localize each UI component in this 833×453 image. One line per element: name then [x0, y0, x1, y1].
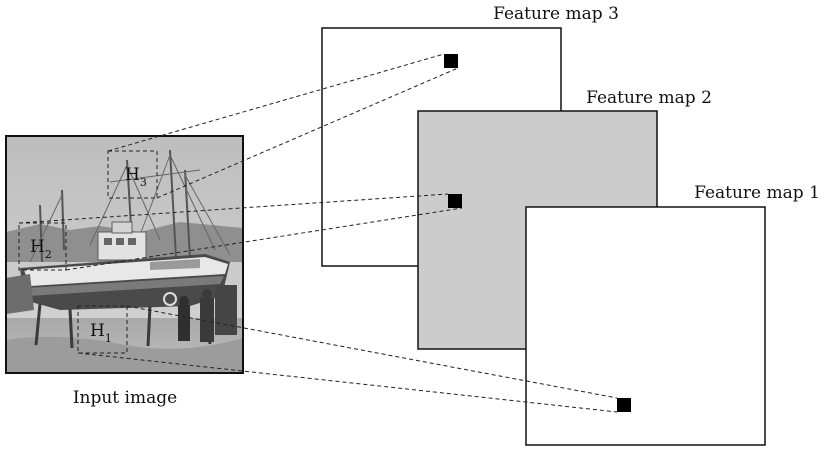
region-h2-subscript: 2 — [45, 248, 52, 261]
projection-h1-bottom — [77, 352, 618, 413]
svg-text:H2: H2 — [30, 237, 52, 261]
svg-text:H1: H1 — [90, 321, 112, 345]
region-h3-box — [107, 150, 158, 199]
feature-map-3-label: Feature map 3 — [493, 4, 619, 24]
region-h3-subscript: 3 — [140, 176, 147, 189]
feature-map-3-activation — [444, 54, 458, 68]
region-h1-letter: H — [90, 321, 105, 341]
projection-h3-top — [107, 53, 445, 152]
projection-h2-bottom — [65, 207, 463, 271]
projection-h1-top — [126, 305, 618, 399]
svg-text:H3: H3 — [125, 165, 147, 189]
feature-map-1-label: Feature map 1 — [694, 183, 820, 203]
feature-map-1-plane — [525, 206, 766, 446]
feature-map-2-activation — [448, 194, 462, 208]
region-h3-letter: H — [125, 165, 140, 185]
region-h2: H2 — [18, 222, 67, 271]
projection-h2-top — [18, 193, 449, 224]
region-h1-subscript: 1 — [105, 332, 112, 345]
projection-lines — [18, 53, 618, 413]
region-h1-box — [77, 305, 128, 354]
projection-h3-bottom — [156, 67, 459, 199]
region-h3: H3 — [107, 150, 158, 199]
input-image-caption: Input image — [73, 388, 177, 408]
region-h1: H1 — [77, 305, 128, 354]
feature-map-2-label: Feature map 2 — [586, 88, 712, 108]
region-h2-box — [18, 222, 67, 271]
region-h2-letter: H — [30, 237, 45, 257]
feature-map-1 — [525, 206, 766, 446]
feature-map-1-activation — [617, 398, 631, 412]
